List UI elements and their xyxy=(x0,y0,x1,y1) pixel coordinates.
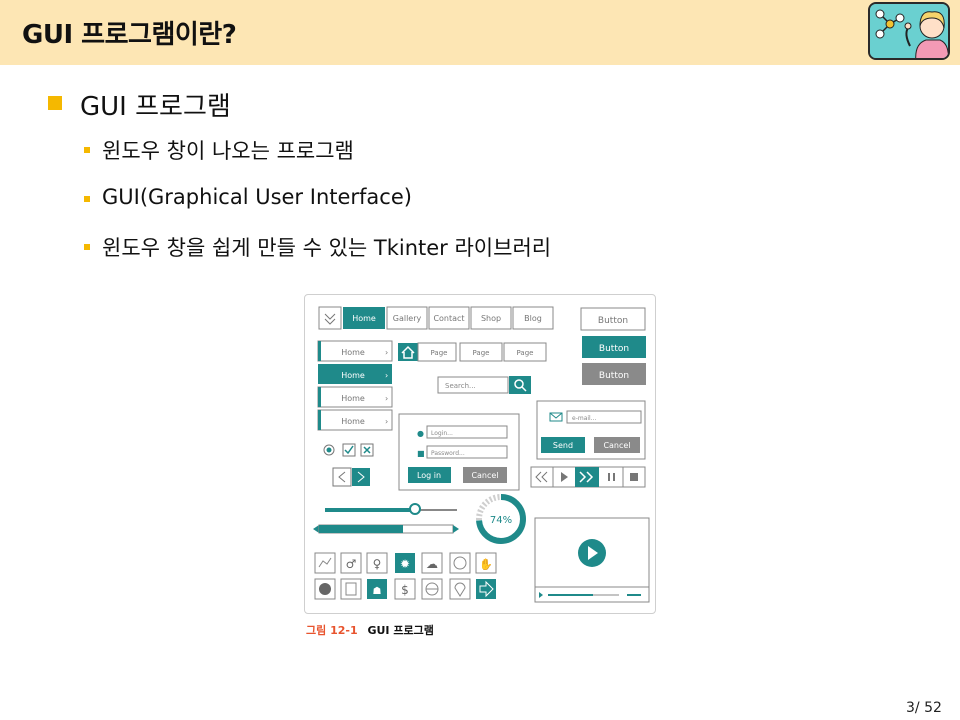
bullet-marker xyxy=(84,147,90,153)
double-chevron-icon xyxy=(324,313,336,325)
figure-caption: 그림 12-1 GUI 프로그램 xyxy=(306,622,434,638)
page-link: Page xyxy=(473,349,490,357)
bulb-icon: ✹ xyxy=(400,557,410,571)
icon-grid: ♂ ♀ ✹ ☁ ✋ ☗ $ xyxy=(314,552,497,600)
menu-item: Home xyxy=(341,394,365,403)
bullet-level2: 윈도우 창이 나오는 프로그램 xyxy=(102,139,354,163)
tab-blog: Blog xyxy=(524,314,542,323)
rewind-icon xyxy=(535,471,548,483)
svg-text:›: › xyxy=(385,417,388,426)
checkbox-checked xyxy=(342,443,356,457)
caption-number: 그림 12-1 xyxy=(306,624,358,637)
svg-text:›: › xyxy=(385,371,388,380)
head-icon xyxy=(319,583,331,595)
play-icon xyxy=(561,472,568,482)
password-input: Password... xyxy=(431,450,465,457)
man-icon: ♂ xyxy=(346,557,357,571)
svg-text:›: › xyxy=(385,348,388,357)
woman-icon: ♀ xyxy=(373,557,382,571)
menu-item: Home xyxy=(341,348,365,357)
tab-home: Home xyxy=(352,314,376,323)
progress-label: 74% xyxy=(490,515,512,526)
nav-tabs: Home Gallery Contact Shop Blog xyxy=(318,306,554,330)
bullet-marker xyxy=(84,244,90,250)
send-button: Send xyxy=(553,441,573,450)
chart-icon xyxy=(318,557,332,568)
page-link: Page xyxy=(517,349,534,357)
home-icon xyxy=(401,345,415,359)
people-icon: ☗ xyxy=(373,586,382,597)
search-icon xyxy=(514,379,524,389)
gui-widgets-figure: Home Gallery Contact Shop Blog Button Bu… xyxy=(304,294,656,614)
side-menu: Home › Home › Home › Home › xyxy=(317,340,393,431)
tab-contact: Contact xyxy=(433,314,464,323)
cloud-icon: ☁ xyxy=(426,557,438,571)
button-secondary: Button xyxy=(599,371,629,381)
login-button: Log in xyxy=(417,471,441,480)
play-icon xyxy=(588,546,598,560)
cancel-button: Cancel xyxy=(471,471,498,480)
tab-shop: Shop xyxy=(481,314,501,323)
circular-progress: 74% xyxy=(476,494,526,544)
stop-icon xyxy=(630,473,638,481)
search-input: Search... xyxy=(445,382,476,390)
mail-icon xyxy=(549,412,563,422)
thumb-icon: ✋ xyxy=(479,558,493,571)
login-input: Login... xyxy=(431,430,453,437)
page-link: Page xyxy=(431,349,448,357)
caption-label: GUI 프로그램 xyxy=(367,624,434,637)
user-icon: ● xyxy=(417,429,424,438)
menu-item-active: Home xyxy=(341,371,365,380)
button-outline: Button xyxy=(598,316,628,326)
bullet-level1: GUI 프로그램 xyxy=(80,92,231,122)
bullet-level2: GUI(Graphical User Interface) xyxy=(102,185,412,209)
svg-text:›: › xyxy=(385,394,388,403)
pin-icon xyxy=(454,582,466,597)
cancel-button: Cancel xyxy=(603,441,630,450)
menu-item: Home xyxy=(341,417,365,426)
bullet-marker xyxy=(48,96,62,110)
button-primary: Button xyxy=(599,344,629,354)
dollar-icon: $ xyxy=(401,583,409,597)
document-icon xyxy=(345,582,357,596)
chevron-left-icon xyxy=(338,471,346,483)
pause-icon xyxy=(608,473,610,481)
compass-icon xyxy=(453,556,467,570)
media-controls xyxy=(530,466,646,488)
slide-title: GUI 프로그램이란? xyxy=(22,20,237,50)
page-number: 3/ 52 xyxy=(906,700,942,716)
tab-gallery: Gallery xyxy=(393,314,422,323)
chevron-right-icon xyxy=(357,471,365,483)
slider-handle xyxy=(409,503,421,515)
lock-icon: ■ xyxy=(417,449,425,458)
title-bar: GUI 프로그램이란? xyxy=(0,0,960,65)
bullet-level2: 윈도우 창을 쉽게 만들 수 있는 Tkinter 라이브러리 xyxy=(102,236,552,260)
email-input: e-mail... xyxy=(572,415,597,422)
arrow-icon xyxy=(479,580,494,598)
bullet-marker xyxy=(84,196,90,202)
fast-forward-icon xyxy=(579,471,594,483)
presenter-avatar-icon xyxy=(868,2,950,60)
